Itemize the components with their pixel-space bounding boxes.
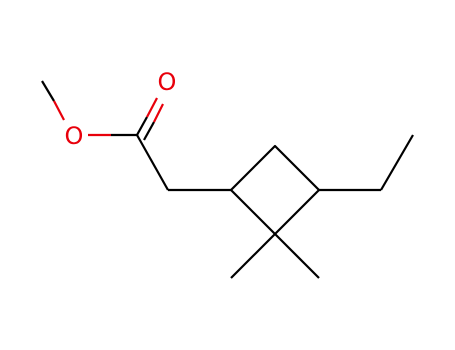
bond-ethyl-ch2-to-ch3 bbox=[380, 134, 414, 191]
bond-carbonyl-double-inner-black bbox=[143, 121, 155, 141]
cyclobutane-ring bbox=[229, 144, 321, 236]
bond-methyl-to-ester-oxygen-red bbox=[53, 100, 65, 121]
atom-label-ester-oxygen: O bbox=[65, 122, 84, 150]
bond-ring-to-methyl-right bbox=[274, 233, 320, 279]
bond-carbonyl-double-outer-red bbox=[146, 97, 158, 118]
bond-methyl-to-ester-oxygen-black bbox=[41, 80, 55, 102]
bond-carbonyl-double-outer-black bbox=[136, 116, 148, 136]
atom-label-carbonyl-oxygen: O bbox=[158, 68, 177, 96]
bond-ring-to-methyl-left bbox=[230, 233, 276, 279]
bond-carbonyl-double-inner-red bbox=[153, 103, 164, 123]
bond-carbonyl-to-methylene bbox=[136, 134, 169, 191]
